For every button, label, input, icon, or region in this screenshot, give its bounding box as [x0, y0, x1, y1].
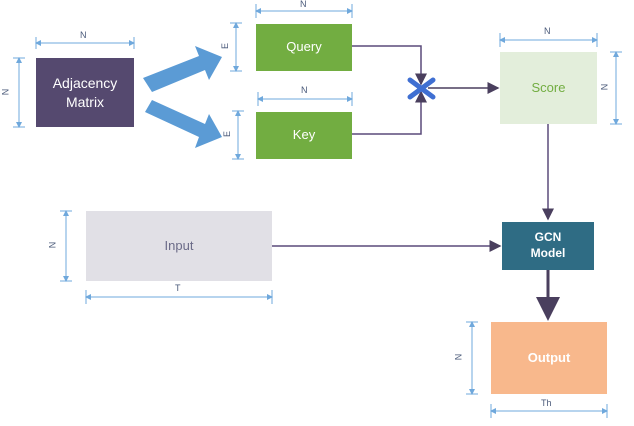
dim-label-score-width: N — [544, 26, 551, 36]
dim-label-score-height: N — [599, 83, 610, 91]
dim-label-adjacency-height: N — [0, 88, 11, 96]
query-node: Query — [256, 24, 352, 71]
dim-label-input-width: T — [175, 283, 181, 293]
score-node: Score — [500, 52, 597, 124]
connector-query-to-multiply — [352, 45, 427, 86]
big-arrow-to-query — [143, 46, 222, 92]
dim-label-key-width: N — [301, 85, 308, 95]
dim-label-input-height: N — [47, 241, 58, 249]
dim-label-query-width: N — [300, 0, 307, 9]
cross-multiply-icon — [407, 77, 436, 100]
big-arrow-to-key — [145, 100, 222, 148]
adjacency-matrix-node: Adjacency Matrix — [36, 58, 134, 127]
dim-label-output-width: Th — [541, 398, 552, 408]
dim-label-key-height: E — [222, 130, 233, 138]
key-node: Key — [256, 112, 352, 159]
dim-label-query-height: E — [220, 42, 231, 50]
output-node: Output — [491, 322, 607, 394]
gcn-model-node: GCN Model — [502, 222, 594, 270]
dim-label-adjacency-width: N — [80, 30, 87, 40]
dim-label-output-height: N — [453, 353, 464, 361]
input-node: Input — [86, 211, 272, 281]
connector-key-to-multiply — [352, 90, 427, 135]
